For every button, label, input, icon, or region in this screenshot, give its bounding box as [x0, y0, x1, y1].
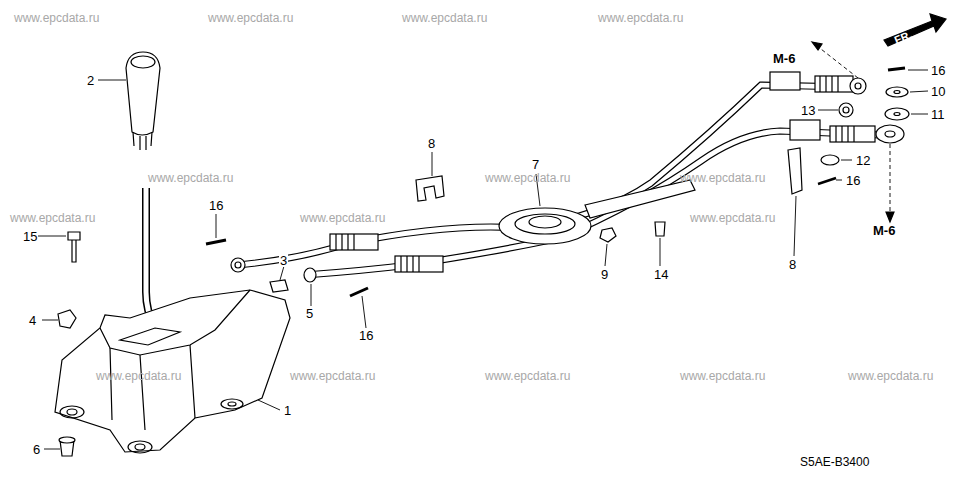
watermark: www.epcdata.ru	[96, 370, 181, 382]
callout-number: 4	[28, 314, 37, 327]
callout-number: 8	[788, 258, 797, 271]
callout-number: 10	[930, 85, 946, 98]
callout-number: 13	[800, 104, 816, 117]
watermark: www.epcdata.ru	[10, 212, 95, 224]
callout-number: 7	[531, 158, 540, 171]
reference-mark: M-6	[772, 52, 796, 65]
watermark: www.epcdata.ru	[485, 370, 570, 382]
watermark: www.epcdata.ru	[300, 212, 385, 224]
callout-number: 16	[930, 64, 946, 77]
callout-number: 8	[427, 137, 436, 150]
callout-number: 3	[279, 254, 288, 267]
callout-number: 15	[22, 230, 38, 243]
watermark: www.epcdata.ru	[690, 212, 775, 224]
watermark: www.epcdata.ru	[848, 370, 933, 382]
watermark: www.epcdata.ru	[402, 12, 487, 24]
callout-number: 2	[86, 74, 95, 87]
reference-mark: M-6	[872, 224, 896, 237]
callout-number: 1	[283, 404, 292, 417]
watermark: www.epcdata.ru	[208, 12, 293, 24]
callout-number: 14	[653, 268, 669, 281]
callout-number: 12	[855, 154, 871, 167]
watermark: www.epcdata.ru	[680, 172, 765, 184]
watermark: www.epcdata.ru	[14, 12, 99, 24]
callout-number: 16	[358, 329, 374, 342]
diagram-code: S5AE-B3400	[800, 456, 869, 468]
callout-number: 6	[32, 443, 41, 456]
callout-number: 16	[845, 174, 861, 187]
watermark: www.epcdata.ru	[290, 370, 375, 382]
callout-number: 16	[208, 199, 224, 212]
front-marker: FR.	[893, 29, 914, 46]
callout-number: 5	[305, 307, 314, 320]
callout-number: 11	[930, 108, 946, 121]
watermark: www.epcdata.ru	[148, 172, 233, 184]
watermark: www.epcdata.ru	[485, 172, 570, 184]
watermark: www.epcdata.ru	[680, 370, 765, 382]
callout-number: 9	[600, 268, 609, 281]
watermark: www.epcdata.ru	[598, 12, 683, 24]
